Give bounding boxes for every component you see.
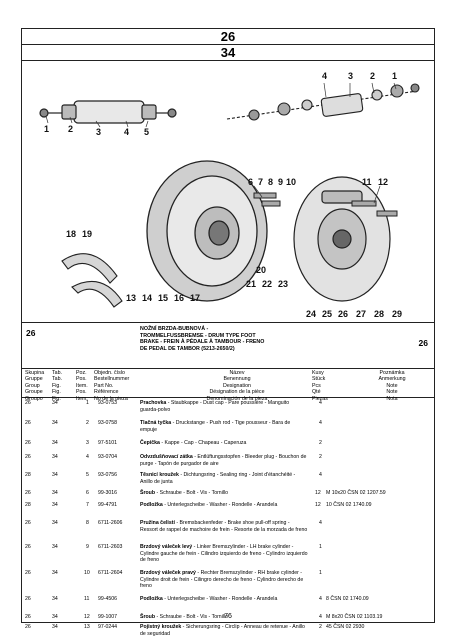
table-number: 34 xyxy=(22,45,434,61)
callout-13: 13 xyxy=(126,293,136,303)
callout-17: 17 xyxy=(190,293,200,303)
callout-2: 2 xyxy=(68,124,73,134)
catalog-page: 26 34 xyxy=(21,28,435,637)
callout-7: 7 xyxy=(258,177,263,187)
callout-1: 1 xyxy=(44,124,49,134)
section-number-left: 26 xyxy=(26,328,36,338)
callout-12: 12 xyxy=(378,177,388,187)
callout-6: 6 xyxy=(248,177,253,187)
callout-8: 8 xyxy=(268,177,273,187)
section-number-right: 26 xyxy=(418,338,428,348)
callout-18: 18 xyxy=(66,229,76,239)
callout-14: 14 xyxy=(142,293,152,303)
callout-3b: 3 xyxy=(348,71,353,81)
callout-3: 3 xyxy=(96,127,101,137)
callout-25: 25 xyxy=(322,309,332,319)
section-title-line: TROMMELFUSSBREMSE - DRUM TYPE FOOT xyxy=(140,332,256,339)
section-title: NOŽNÍ BRZDA-BUBNOVÁ - TROMMELFUSSBREMSE … xyxy=(140,326,380,352)
section-title-line: BRAKE - FREIN À PÉDALE À TAMBOUR - FRENO xyxy=(140,339,265,346)
callout-4b: 4 xyxy=(322,71,327,81)
callout-10: 10 xyxy=(286,177,296,187)
callout-27: 27 xyxy=(356,309,366,319)
callout-19: 19 xyxy=(82,229,92,239)
page-number: 76 xyxy=(224,613,232,620)
callout-26: 26 xyxy=(338,309,348,319)
brake-exploded-view: 1 2 3 4 5 4 3 2 1 6 7 8 9 10 11 12 18 19… xyxy=(39,71,420,319)
callout-20: 20 xyxy=(256,265,266,275)
callout-29: 29 xyxy=(392,309,402,319)
callout-2b: 2 xyxy=(370,71,375,81)
callout-16: 16 xyxy=(174,293,184,303)
section-title-line: DE PEDAL DE TAMBOR (5213-2650/2) xyxy=(140,345,235,352)
callout-9: 9 xyxy=(278,177,283,187)
group-number: 26 xyxy=(22,29,434,45)
callout-11: 11 xyxy=(362,177,372,187)
section-title-line: NOŽNÍ BRZDA-BUBNOVÁ - xyxy=(140,326,209,332)
callout-4: 4 xyxy=(124,127,129,137)
callout-21: 21 xyxy=(246,279,256,289)
callout-23: 23 xyxy=(278,279,288,289)
section-header: 26 NOŽNÍ BRZDA-BUBNOVÁ - TROMMELFUSSBREM… xyxy=(22,324,434,368)
callout-22: 22 xyxy=(262,279,272,289)
callout-5: 5 xyxy=(144,127,149,137)
callout-15: 15 xyxy=(158,293,168,303)
callout-1b: 1 xyxy=(392,71,397,81)
callout-24: 24 xyxy=(306,309,316,319)
col-head-tab: Tab.Tab.Fig.Fig.Fig. xyxy=(52,370,63,402)
callout-28: 28 xyxy=(374,309,384,319)
col-head-pos: Poz.Pos.Item.Pos.Item. xyxy=(76,370,88,402)
exploded-drawing: 1 2 3 4 5 4 3 2 1 6 7 8 9 10 11 12 18 19… xyxy=(22,61,434,323)
